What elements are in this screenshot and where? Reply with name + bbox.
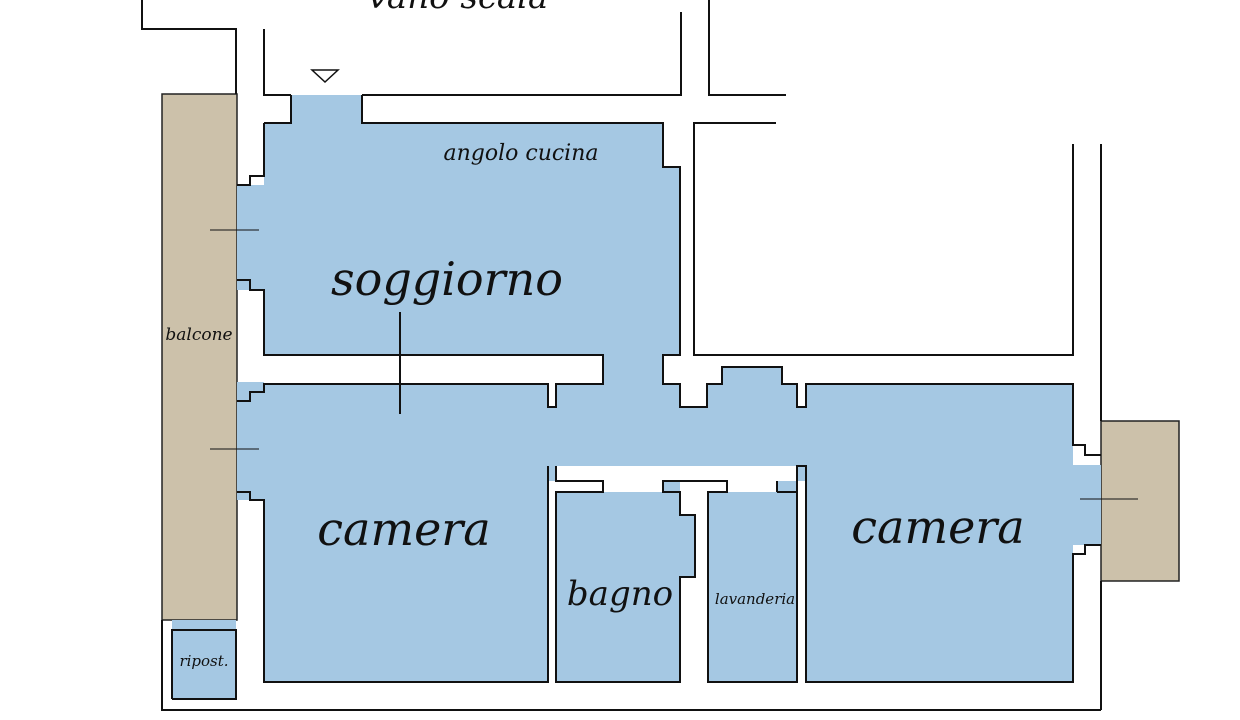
triangle-down-icon bbox=[310, 69, 340, 84]
label-balcony: balcone bbox=[165, 325, 232, 345]
wall bbox=[264, 95, 292, 124]
wall bbox=[161, 620, 1101, 711]
wall bbox=[237, 466, 549, 683]
balcony-right bbox=[1100, 420, 1180, 582]
label-stair-landing: vano scala bbox=[368, 0, 549, 17]
storage-area bbox=[172, 620, 236, 699]
wall bbox=[263, 29, 291, 96]
balcony-left bbox=[161, 93, 238, 621]
rooms bbox=[172, 95, 1101, 699]
wall bbox=[555, 465, 1101, 683]
wall bbox=[237, 123, 265, 186]
bedroom-left-area bbox=[264, 466, 548, 682]
laundry-area bbox=[708, 481, 797, 682]
wall bbox=[171, 629, 237, 700]
wall bbox=[708, 0, 786, 96]
label-bedroom-right: camera bbox=[851, 500, 1024, 554]
wall bbox=[361, 95, 1101, 456]
bathroom-area bbox=[556, 481, 695, 682]
walls bbox=[141, 0, 1138, 711]
label-living-room: soggiorno bbox=[331, 252, 563, 306]
label-storage: ripost. bbox=[179, 652, 228, 670]
label-laundry: lavanderia bbox=[715, 590, 795, 608]
bedroom-right-area bbox=[806, 466, 1073, 682]
label-bathroom: bagno bbox=[567, 574, 673, 614]
wall bbox=[141, 0, 237, 94]
hallway-area bbox=[237, 355, 1101, 545]
living-room-area bbox=[237, 123, 680, 355]
wall bbox=[362, 12, 682, 96]
wall bbox=[237, 279, 604, 408]
label-kitchen-corner: angolo cucina bbox=[443, 141, 598, 166]
label-bedroom-left: camera bbox=[317, 502, 490, 556]
entrance-area bbox=[291, 95, 362, 125]
wall bbox=[693, 122, 1074, 356]
